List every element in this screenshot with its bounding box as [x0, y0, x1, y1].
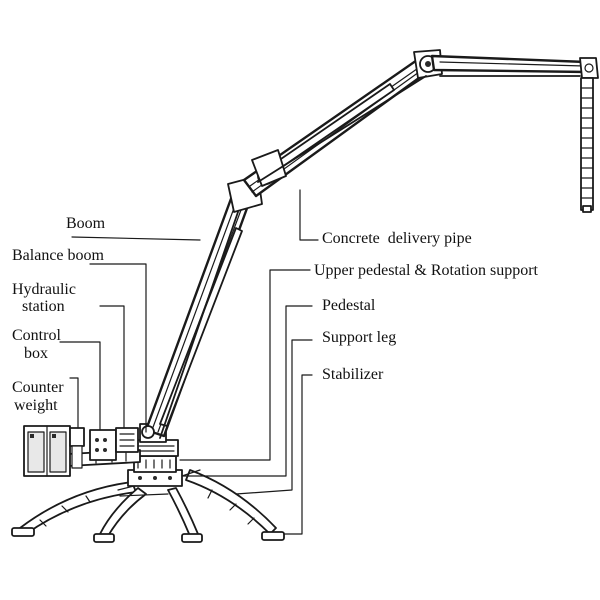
label-support-leg: Support leg	[322, 329, 397, 346]
label-hydraulic-station-line1: Hydraulic	[12, 281, 76, 298]
label-control-box-line2: box	[24, 345, 48, 362]
leader-lines	[59, 189, 319, 535]
label-boom: Boom	[66, 215, 106, 232]
label-pedestal: Pedestal	[322, 297, 376, 314]
label-counter-weight-line2: weight	[14, 397, 58, 414]
label-counter-weight-line1: Counter	[12, 379, 64, 396]
hydraulic-station	[115, 427, 139, 453]
concrete-delivery-pipe	[159, 75, 594, 439]
label-stabilizer: Stabilizer	[322, 366, 384, 383]
label-control-box-line1: Control	[12, 327, 61, 344]
label-balance-boom: Balance boom	[12, 247, 104, 264]
label-concrete-delivery-pipe: Concrete delivery pipe	[322, 230, 472, 247]
label-hydraulic-station-line2: station	[22, 298, 65, 315]
stabilizer-legs	[11, 469, 285, 543]
pedestal	[127, 455, 183, 487]
counter-weight	[23, 425, 85, 477]
label-upper-pedestal-rotation-support: Upper pedestal & Rotation support	[314, 262, 538, 279]
control-box	[89, 429, 117, 461]
